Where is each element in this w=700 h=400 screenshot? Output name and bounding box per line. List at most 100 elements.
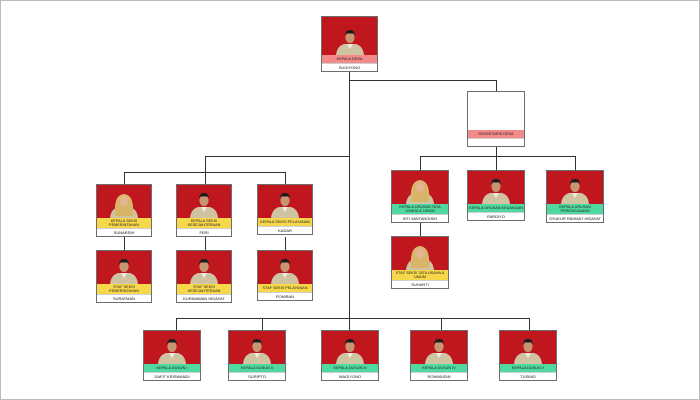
connector-kasi-3 — [285, 172, 286, 184]
photo — [392, 171, 448, 204]
photo — [97, 251, 151, 284]
photo — [322, 331, 378, 364]
card-kaur-tata-usaha: KEPALA URUSAN TATA USAHA & UMUM SITI WAI… — [391, 170, 449, 224]
role-label: STAF SEKSI TATA USAHA & UMUM — [392, 270, 448, 281]
card-staf-kesejahteraan: STAF SEKSI KESEJAHTERAAN KURNIAWAN HIDAY… — [176, 250, 232, 304]
person-silhouette-icon — [482, 179, 510, 204]
photo — [468, 171, 524, 204]
connector-kaur-staf — [420, 222, 421, 236]
card-dusun-1: KEPALA DUSUN I DAFIT KRISWANDI — [143, 330, 201, 381]
photo-kepala-desa — [322, 17, 377, 55]
role-label: KEPALA DUSUN III — [322, 364, 378, 372]
role-label: STAF SEKSI PEMERINTAHAN — [97, 284, 151, 295]
name-label: SURATMAN — [97, 294, 151, 302]
role-label: SEKRETARIS DESA — [468, 130, 524, 138]
name-label: SUNARSIH — [97, 228, 151, 236]
card-sekretaris-desa: SEKRETARIS DESA — [467, 91, 525, 147]
person-silhouette-icon — [190, 193, 218, 218]
connector-kasi-1 — [124, 172, 125, 184]
connector-kaur-bus — [420, 156, 575, 157]
name-label: DAFIT KRISWANDI — [144, 372, 200, 380]
connector-kasi-staf-2 — [205, 237, 206, 250]
photo — [547, 171, 603, 204]
card-staf-tata-usaha: STAF SEKSI TATA USAHA & UMUM SUHARTI — [391, 236, 449, 290]
person-silhouette-icon — [514, 339, 542, 364]
connector-kasi-bus — [205, 156, 350, 157]
connector-main-trunk — [349, 68, 350, 330]
role-label: KEPALA URUSAN TATA USAHA & UMUM — [392, 204, 448, 215]
card-kasi-kesejahteraan: KEPALA SEKSI KESEJAHTERAAN FERI — [176, 184, 232, 238]
card-staf-pemerintahan: STAF SEKSI PEMERINTAHAN SURATMAN — [96, 250, 152, 304]
name-label: PONIRAN — [258, 292, 312, 300]
connector-kasi-sub-bus — [124, 172, 286, 173]
name-label: TUSIMO — [500, 372, 556, 380]
photo — [258, 251, 312, 284]
role-label: KEPALA SEKSI PEMERINTAHAN — [97, 218, 151, 229]
photo — [392, 237, 448, 270]
name-label: KADAR — [258, 226, 312, 234]
name-label: SITI WAITANGISIH — [392, 214, 448, 222]
card-kepala-desa: KEPALA DESA SUGIYONO — [321, 16, 378, 72]
role-label: KEPALA DESA — [322, 55, 377, 63]
connector-dusun-5 — [529, 318, 530, 330]
card-dusun-3: KEPALA DUSUN III WAGIYONO — [321, 330, 379, 381]
photo — [411, 331, 467, 364]
photo — [500, 331, 556, 364]
connector-dusun-2 — [262, 318, 263, 330]
name-label: WAGIYONO — [322, 372, 378, 380]
connector-dusun-4 — [441, 318, 442, 330]
role-label: KEPALA DUSUN IV — [411, 364, 467, 372]
name-label: SYUKUR RAHMAT HIDAYAT — [547, 214, 603, 222]
card-kasi-pemerintahan: KEPALA SEKSI PEMERINTAHAN SUNARSIH — [96, 184, 152, 238]
photo — [177, 185, 231, 218]
role-label: KEPALA SEKSI KESEJAHTERAAN — [177, 218, 231, 229]
connector-kasi-2 — [205, 156, 206, 184]
name-label: SUHARTI — [392, 280, 448, 288]
person-silhouette-icon — [336, 339, 364, 364]
role-label: KEPALA DUSUN V — [500, 364, 556, 372]
role-label: KEPALA DUSUN I — [144, 364, 200, 372]
card-dusun-5: KEPALA DUSUN V TUSIMO — [499, 330, 557, 381]
connector-sekretaris-drop — [496, 80, 497, 91]
card-staf-pelayanan: STAF SEKSI PELAYANAN PONIRAN — [257, 250, 313, 301]
person-silhouette-icon — [110, 259, 138, 284]
person-silhouette-icon — [271, 259, 299, 284]
card-kaur-keuangan: KEPALA URUSAN KEUANGAN PARDIYO — [467, 170, 525, 221]
connector-kasi-staf-3 — [285, 237, 286, 250]
connector-dusun-bus — [176, 318, 530, 319]
connector-kaur-2 — [496, 156, 497, 170]
connector-to-sekretaris — [349, 80, 496, 81]
person-silhouette-icon — [271, 193, 299, 218]
role-label: STAF SEKSI PELAYANAN — [258, 284, 312, 292]
name-label: KURNIAWAN HIDAYAT — [177, 294, 231, 302]
card-kaur-perencanaan: KEPALA URUSAN PERENCANAAN SYUKUR RAHMAT … — [546, 170, 604, 224]
role-label: KEPALA DUSUN II — [229, 364, 285, 372]
role-label: KEPALA SEKSI PELAYANAN — [258, 218, 312, 226]
person-silhouette-icon — [406, 246, 434, 270]
photo — [177, 251, 231, 284]
person-silhouette-icon — [243, 339, 271, 364]
person-silhouette-icon — [335, 30, 364, 55]
photo — [144, 331, 200, 364]
person-silhouette-icon — [190, 259, 218, 284]
card-dusun-4: KEPALA DUSUN IV ROHIMUDIN — [410, 330, 468, 381]
connector-sekretaris-down — [496, 143, 497, 156]
photo — [97, 185, 151, 218]
connector-kaur-1 — [420, 156, 421, 170]
connector-kaur-3 — [575, 156, 576, 170]
role-label: KEPALA URUSAN KEUANGAN — [468, 204, 524, 212]
name-label: ROHIMUDIN — [411, 372, 467, 380]
person-silhouette-icon — [158, 339, 186, 364]
person-silhouette-icon — [425, 339, 453, 364]
name-label — [468, 138, 524, 146]
role-label: STAF SEKSI KESEJAHTERAAN — [177, 284, 231, 295]
card-dusun-2: KEPALA DUSUN II SURIPTO — [228, 330, 286, 381]
person-silhouette-icon — [110, 194, 138, 218]
role-label: KEPALA URUSAN PERENCANAAN — [547, 204, 603, 215]
person-silhouette-icon — [406, 180, 434, 204]
person-silhouette-icon — [561, 179, 589, 204]
name-label: PARDIYO — [468, 212, 524, 220]
connector-dusun-1 — [176, 318, 177, 330]
photo-placeholder — [468, 92, 524, 130]
